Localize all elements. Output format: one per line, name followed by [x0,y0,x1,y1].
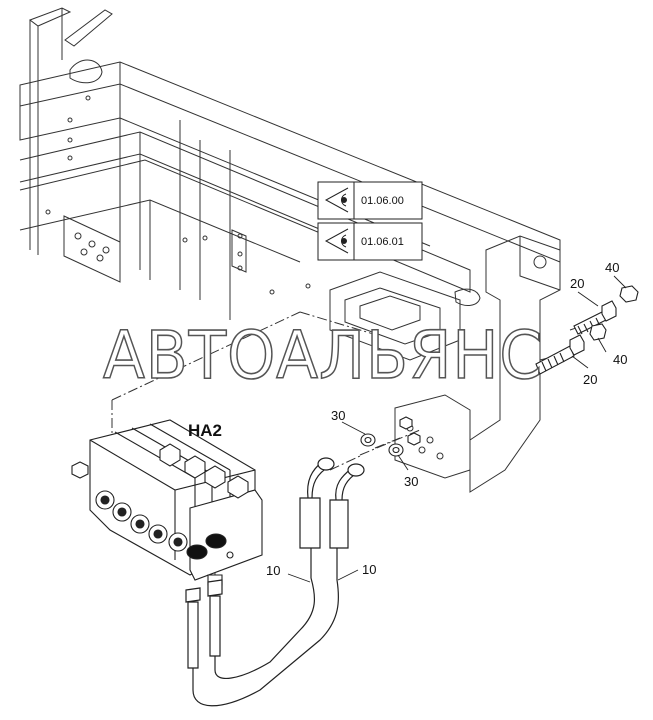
eye-view-icon [326,188,348,212]
callout-40-top: 40 [605,260,619,275]
assembly-label: HA2 [188,421,222,440]
leader-lines [288,276,626,582]
chassis-frame [20,8,560,492]
watermark-logo: АВТОАЛЬЯНС [103,317,543,394]
callout-20-top: 20 [570,276,584,291]
valve-block-ha2 [72,420,262,585]
callout-30-bottom: 30 [404,474,418,489]
eye-view-icon [326,229,348,253]
bolts-20-nuts-40 [536,286,638,374]
callout-10-right: 10 [362,562,376,577]
reference-box-1[interactable]: 01.06.00 [318,182,422,219]
reference-box-2[interactable]: 01.06.01 [318,223,422,260]
reference-code-1: 01.06.00 [361,195,404,207]
reference-code-2: 01.06.01 [361,236,404,248]
hose-assemblies [186,458,364,706]
callout-40-bottom: 40 [613,352,627,367]
fittings-30 [361,417,420,456]
callout-labels: 10 10 20 20 30 30 40 40 [266,260,627,578]
callout-30-top: 30 [331,408,345,423]
callout-10-left: 10 [266,563,280,578]
callout-20-bottom: 20 [583,372,597,387]
